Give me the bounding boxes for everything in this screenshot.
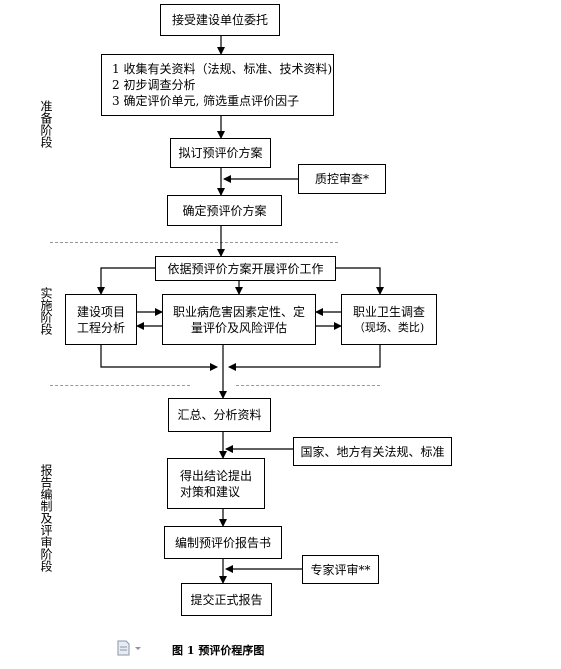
stage-label-implementation: 实施阶段 (39, 287, 53, 335)
box-accept-commission: 接受建设单位委托 (160, 4, 280, 36)
divider-prep-impl (50, 242, 338, 243)
box-expert-review: 专家评审** (302, 555, 379, 584)
box-project-analysis: 建设项目 工程分析 (65, 294, 137, 345)
prep-step-2: 2 初步调查分析 (112, 78, 196, 92)
box-hazard-evaluation: 职业病危害因素定性、定 量评价及风险评估 (162, 294, 316, 345)
divider-impl-report-left (50, 385, 190, 386)
box-conclusion-recommendations: 得出结论提出 对策和建议 (167, 458, 265, 509)
figure-caption: 图 1 预评价程序图 (172, 644, 265, 657)
health-survey-line-1: 职业卫生调查 (352, 304, 425, 319)
conclusion-line-2: 对策和建议 (180, 484, 241, 499)
document-icon[interactable] (117, 640, 143, 656)
box-submit-report: 提交正式报告 (181, 583, 272, 616)
health-survey-line-2: （现场、类比) (353, 320, 425, 334)
prep-step-3: 3 确定评价单元, 筛选重点评价因子 (112, 94, 300, 108)
hazard-evaluation-line-2: 量评价及风险评估 (190, 320, 287, 335)
box-draft-plan: 拟订预评价方案 (170, 138, 271, 168)
box-carry-out-evaluation: 依据预评价方案开展评价工作 (155, 256, 336, 281)
box-health-survey: 职业卫生调查 （现场、类比) (341, 294, 437, 345)
project-analysis-line-2: 工程分析 (76, 320, 125, 335)
box-regulations-standards: 国家、地方有关法规、标准 (293, 437, 452, 466)
box-qc-review: 质控审查* (298, 164, 386, 194)
stage-label-report: 报告编制及评审阶段 (39, 464, 53, 572)
stage-label-preparation: 准备阶段 (39, 100, 53, 148)
box-compile-report: 编制预评价报告书 (164, 526, 282, 559)
box-summary-analysis: 汇总、分析资料 (168, 398, 271, 432)
box-preparation-steps: 1 收集有关资料（法规、标准、技术资料) 2 初步调查分析 3 确定评价单元, … (101, 54, 334, 116)
divider-impl-report-right (236, 385, 380, 386)
box-confirm-plan: 确定预评价方案 (167, 195, 282, 226)
hazard-evaluation-line-1: 职业病危害因素定性、定 (172, 304, 305, 319)
conclusion-line-1: 得出结论提出 (180, 468, 253, 483)
prep-step-1: 1 收集有关资料（法规、标准、技术资料) (112, 62, 333, 76)
project-analysis-line-1: 建设项目 (76, 304, 125, 319)
